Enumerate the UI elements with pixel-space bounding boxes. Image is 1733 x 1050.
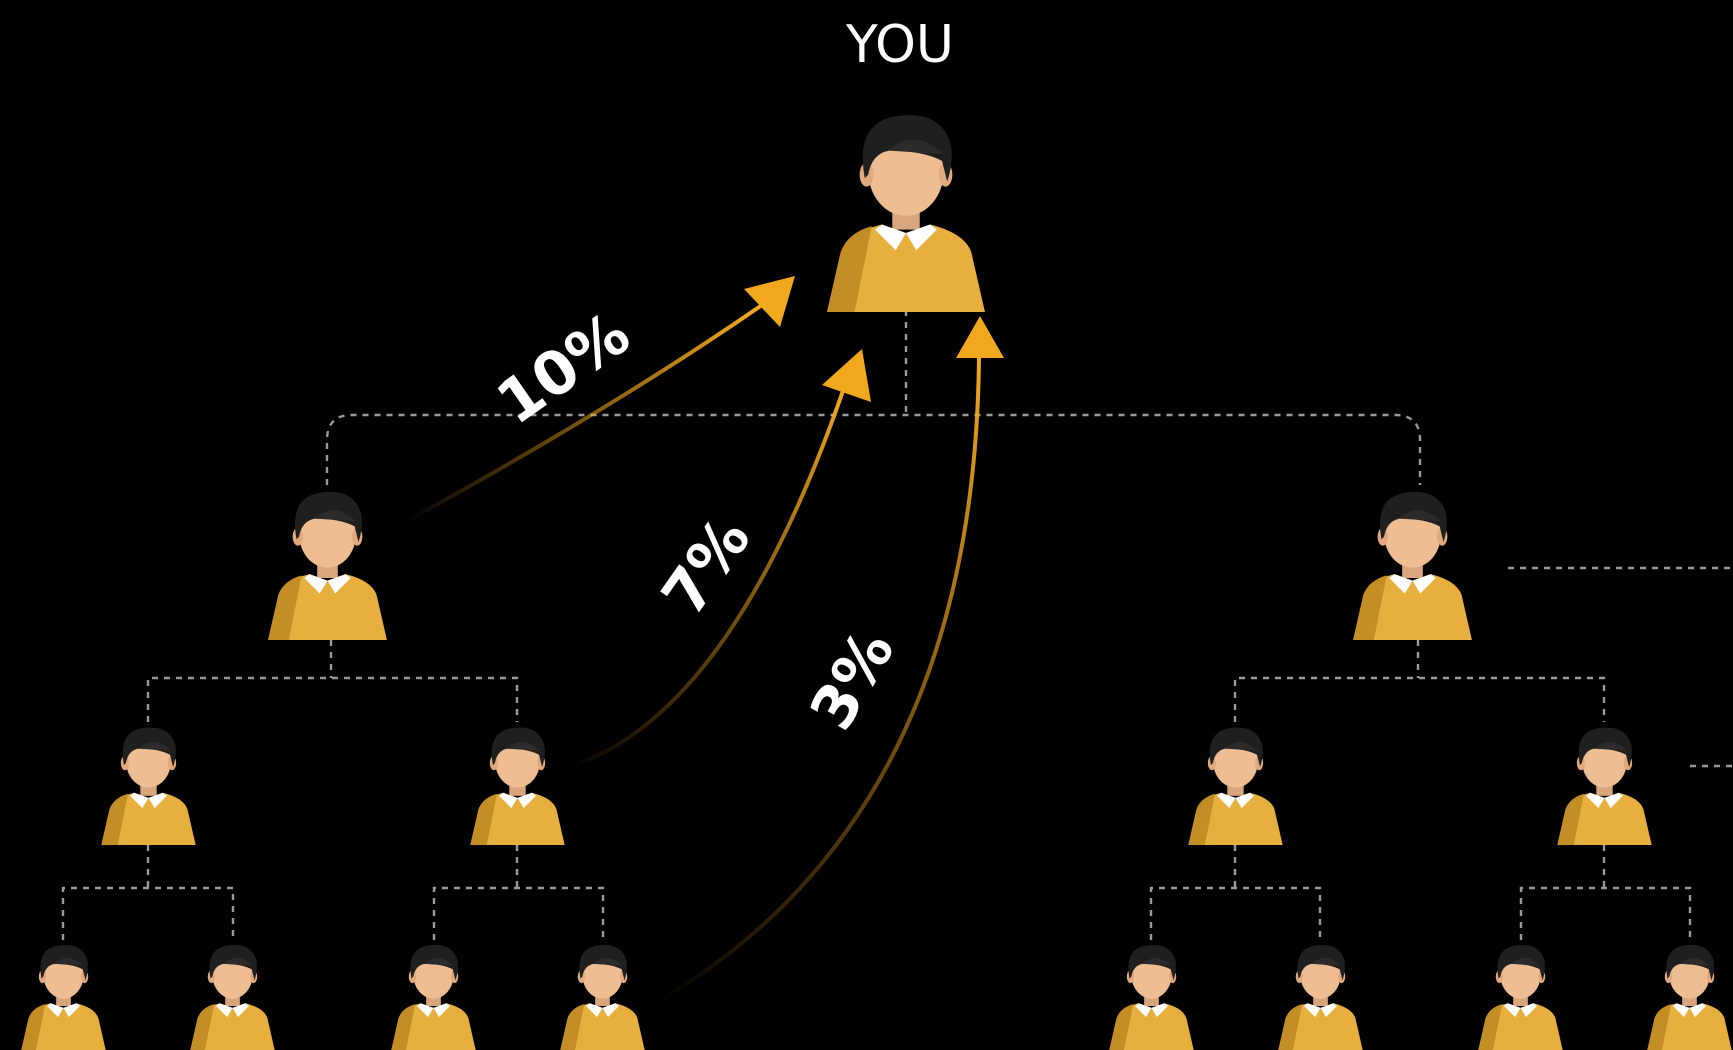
person-icon	[268, 491, 387, 640]
person-icon	[1353, 491, 1472, 640]
person-icon	[101, 727, 196, 845]
arrow-icon	[564, 384, 847, 770]
arrow-icon	[822, 349, 871, 402]
person-icon	[1109, 944, 1194, 1050]
person-icon	[1188, 727, 1283, 845]
person-icon	[560, 944, 645, 1050]
people	[21, 115, 1732, 1050]
person-icon	[827, 115, 985, 312]
person-icon	[1557, 727, 1652, 845]
arrow-icon	[956, 316, 1004, 358]
person-icon	[190, 944, 275, 1050]
arrow-icon	[744, 276, 795, 327]
connector-lines	[61, 310, 1733, 940]
commission-label-10: 10%	[485, 299, 643, 439]
person-icon	[1278, 944, 1363, 1050]
person-icon	[391, 944, 476, 1050]
person-icon	[21, 944, 106, 1050]
arrow-icon	[404, 303, 764, 524]
commission-label-3: 3%	[797, 618, 909, 741]
commission-label-7: 7%	[649, 505, 765, 629]
person-icon	[1647, 944, 1732, 1050]
diagram-title: YOU	[845, 15, 954, 75]
arrow-icon	[651, 355, 981, 1007]
commission-arrows	[404, 276, 1004, 1007]
person-icon	[470, 727, 565, 845]
person-icon	[1478, 944, 1563, 1050]
